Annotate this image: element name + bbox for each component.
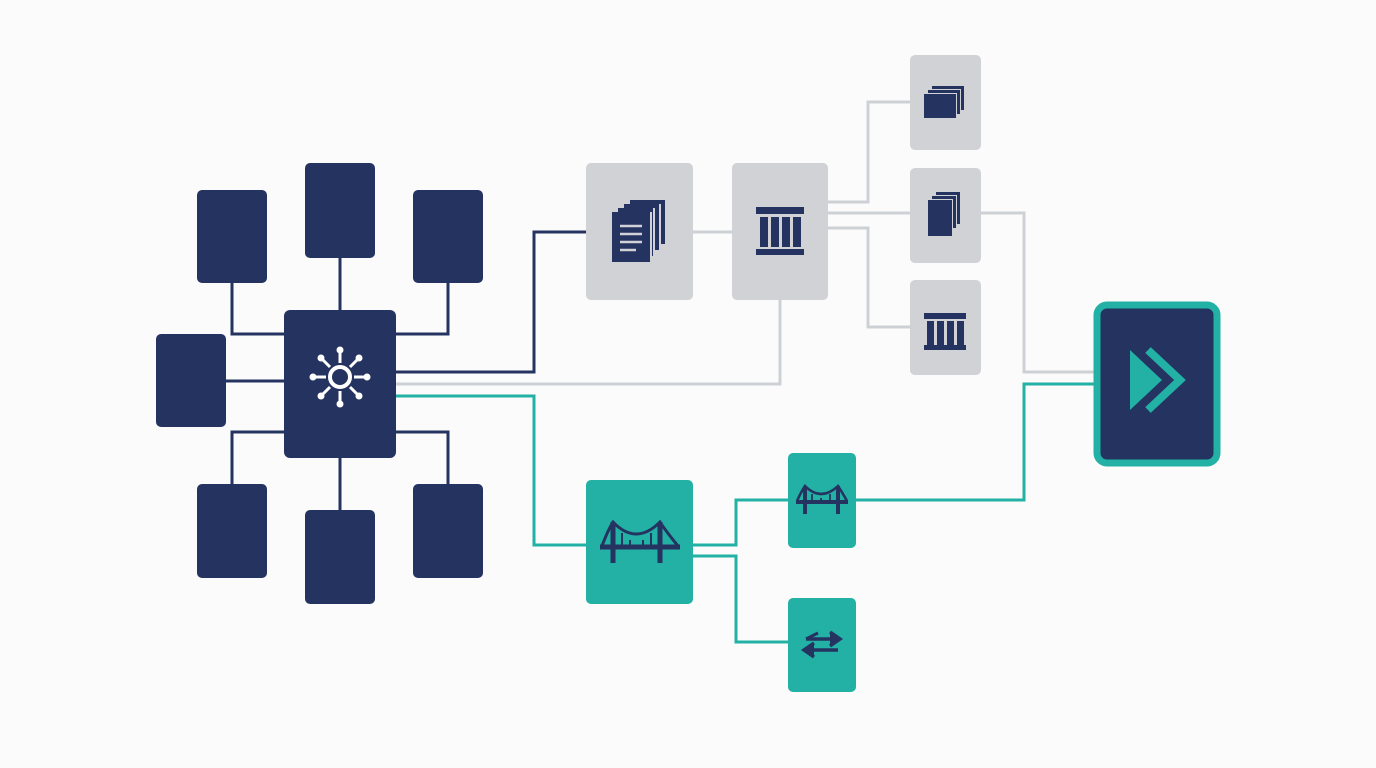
- folders-icon: [924, 86, 964, 118]
- bridge-icon: [600, 519, 680, 563]
- destination-node: [1093, 301, 1221, 467]
- satellite-block: [305, 163, 375, 258]
- files-node: [910, 168, 981, 263]
- documents-icon: [612, 200, 665, 262]
- satellite-block: [305, 510, 375, 604]
- satellite-block: [413, 190, 483, 283]
- document-branch-connectors: [396, 100, 1094, 386]
- hub-satellite-connectors: [226, 258, 450, 510]
- bridge-icon: [795, 484, 849, 514]
- institution-node: [732, 163, 828, 300]
- institution-small-node: [910, 280, 981, 375]
- central-hub: [284, 310, 396, 458]
- satellite-block: [197, 190, 267, 283]
- exchange-node: [788, 598, 856, 692]
- satellite-block: [413, 484, 483, 578]
- bridge-branch-connectors: [396, 382, 1094, 644]
- files-icon: [928, 192, 960, 236]
- bridge-small-node: [788, 453, 856, 548]
- satellite-blocks: [156, 163, 483, 604]
- satellite-block: [197, 484, 267, 578]
- fast-forward-icon: [1130, 347, 1186, 413]
- institution-icon: [756, 207, 804, 255]
- folders-node: [910, 55, 981, 150]
- exchange-arrows-icon: [800, 630, 844, 659]
- satellite-block: [156, 334, 226, 427]
- bridge-node: [586, 480, 693, 604]
- documents-node: [586, 163, 693, 300]
- institution-icon: [924, 313, 966, 350]
- network-hub-icon: [309, 346, 371, 408]
